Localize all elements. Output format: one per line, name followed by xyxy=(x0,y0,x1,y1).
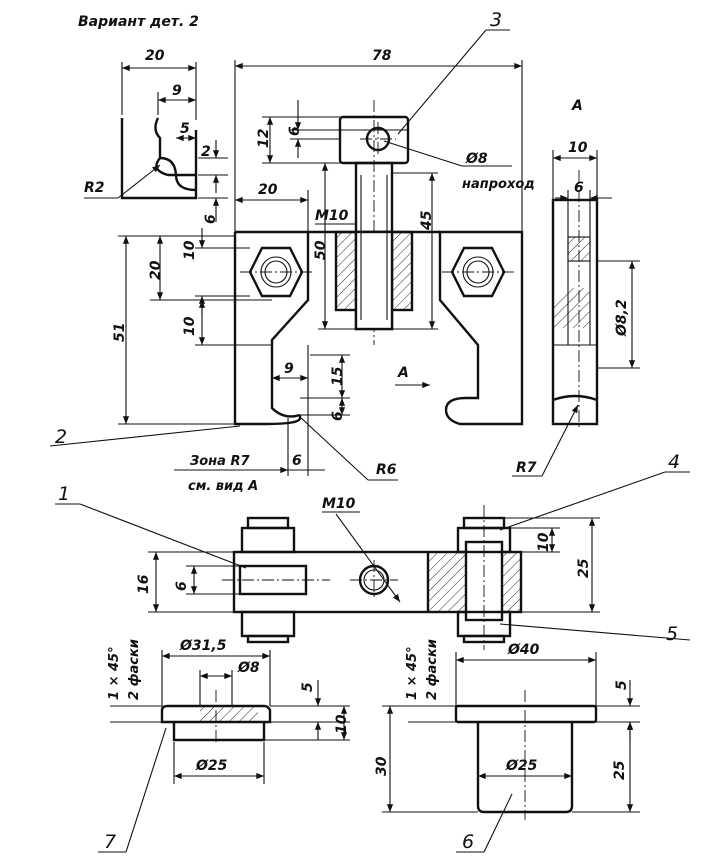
dim-10-side: 10 xyxy=(568,140,588,156)
detail-view-corner: 20 9 5 2 6 R2 xyxy=(84,48,228,224)
part-label-4: 4 xyxy=(668,451,680,473)
bushing-part-6: Ø40 5 25 30 Ø25 1 × 45° 2 фаски 6 xyxy=(374,639,640,853)
chamfer-count-washer: 2 фаски xyxy=(127,639,142,700)
dim-diameter-25-bushing: Ø25 xyxy=(505,758,538,774)
dim-diameter-8-2: Ø8,2 xyxy=(614,299,630,337)
plan-view: M10 16 6 10 25 1 4 5 xyxy=(55,451,691,650)
view-arrow-a: А xyxy=(397,365,409,381)
radius-r6: R6 xyxy=(376,462,397,478)
part-label-5: 5 xyxy=(666,623,678,645)
dim-diameter-25-washer: Ø25 xyxy=(195,758,228,774)
dim-5-bushing: 5 xyxy=(614,680,630,690)
washer-part-7: Ø31,5 Ø8 5 10 Ø25 1 × 45° 2 фаски 7 xyxy=(98,638,350,853)
radius-r2: R2 xyxy=(84,180,105,196)
dim-10-plan: 10 xyxy=(536,532,552,552)
dim-25-plan: 25 xyxy=(576,558,592,578)
part-label-3: 3 xyxy=(490,9,502,31)
thread-m10-plan: M10 xyxy=(322,496,356,512)
dim-9-slot: 9 xyxy=(284,361,294,377)
dim-diameter-31-5: Ø31,5 xyxy=(179,638,227,654)
dim-51: 51 xyxy=(112,323,128,342)
dim-6-side: 6 xyxy=(574,180,584,196)
dim-10-nut: 10 xyxy=(182,240,198,260)
dim-10-washer: 10 xyxy=(334,714,350,734)
dim-25-bushing: 25 xyxy=(612,760,628,780)
dim-12: 12 xyxy=(256,129,272,148)
dim-78: 78 xyxy=(372,48,392,64)
side-view-a: А 10 6 Ø8,2 R7 xyxy=(512,98,640,477)
part-label-2: 2 xyxy=(55,426,67,448)
dim-6-bolt: 6 xyxy=(287,126,303,136)
dim-9-detail: 9 xyxy=(172,83,182,99)
dim-5-detail: 5 xyxy=(180,121,190,137)
dim-diameter-8-washer: Ø8 xyxy=(237,660,260,676)
dim-6-plan: 6 xyxy=(174,581,190,591)
hole-diameter-8: Ø8 xyxy=(465,151,488,167)
drawing-title: Вариант дет. 2 xyxy=(78,14,199,30)
part-label-7: 7 xyxy=(104,831,116,853)
dim-45: 45 xyxy=(419,210,435,231)
dim-2-detail: 2 xyxy=(201,144,211,160)
thread-m10-top: M10 xyxy=(315,208,349,224)
part-label-6: 6 xyxy=(462,831,474,853)
radius-r7: R7 xyxy=(516,460,537,476)
chamfer-note-washer: 1 × 45° xyxy=(107,646,122,700)
chamfer-count-bushing: 2 фаски xyxy=(425,639,440,700)
zone-r7-note: Зона R7 xyxy=(190,454,250,469)
dim-20-vertical: 20 xyxy=(148,260,164,280)
dim-diameter-40: Ø40 xyxy=(507,642,540,658)
dim-10-slot: 10 xyxy=(182,316,198,336)
zone-see-view-a: см. вид А xyxy=(188,479,258,494)
dim-20-horizontal: 20 xyxy=(258,182,278,198)
side-view-label-a: А xyxy=(571,98,583,114)
dim-50: 50 xyxy=(313,240,329,260)
dim-6-zone: 6 xyxy=(292,453,302,469)
dim-6-slot: 6 xyxy=(330,411,346,421)
chamfer-note-bushing: 1 × 45° xyxy=(405,646,420,700)
part-label-1: 1 xyxy=(58,483,70,505)
dim-5-washer: 5 xyxy=(300,682,316,692)
hole-note-through: напроход xyxy=(462,177,535,192)
dim-16: 16 xyxy=(136,574,152,594)
dim-15: 15 xyxy=(330,366,346,386)
dim-20-detail: 20 xyxy=(145,48,165,64)
dim-30: 30 xyxy=(374,756,390,776)
dim-6-detail: 6 xyxy=(203,214,219,224)
front-view: 78 xyxy=(49,9,535,494)
